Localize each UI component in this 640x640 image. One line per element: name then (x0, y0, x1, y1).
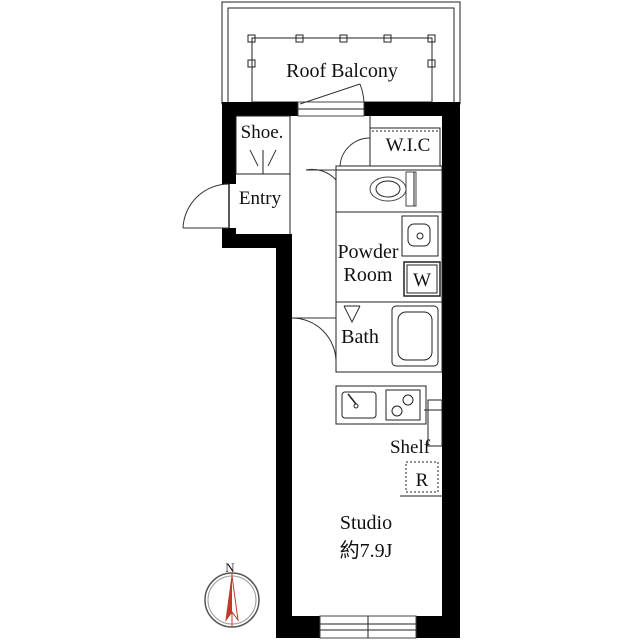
refrigerator: R (400, 461, 442, 497)
shoe-label: Shoe. (241, 122, 284, 143)
bath-door[interactable] (291, 317, 337, 363)
kitchen-counter (335, 385, 427, 425)
shelf-label: Shelf (390, 437, 431, 458)
wic-label: W.I.C (386, 135, 431, 156)
entry-label: Entry (239, 188, 282, 209)
balcony-door[interactable] (297, 83, 365, 117)
roof-balcony (221, 1, 461, 105)
fridge-label: R (416, 470, 429, 491)
roof-balcony-label: Roof Balcony (286, 60, 398, 82)
compass (204, 572, 260, 628)
powder-room-label-line2: Room (344, 264, 393, 286)
bottom-window (319, 615, 417, 639)
bath-label: Bath (341, 326, 379, 348)
washer-label: W (413, 270, 431, 291)
compass-north-label: N (225, 560, 235, 575)
powder-room-label-line1: Powder (337, 241, 398, 263)
shelf (424, 399, 443, 447)
washer: W (403, 261, 441, 297)
studio-label: Studio (340, 512, 392, 534)
bathroom (335, 301, 443, 373)
exterior-walls (222, 102, 460, 638)
toilet (305, 165, 443, 213)
studio-area-label: 約7.9J (340, 539, 393, 562)
entry-door[interactable] (182, 183, 230, 229)
shoe-cabinet (235, 115, 291, 234)
